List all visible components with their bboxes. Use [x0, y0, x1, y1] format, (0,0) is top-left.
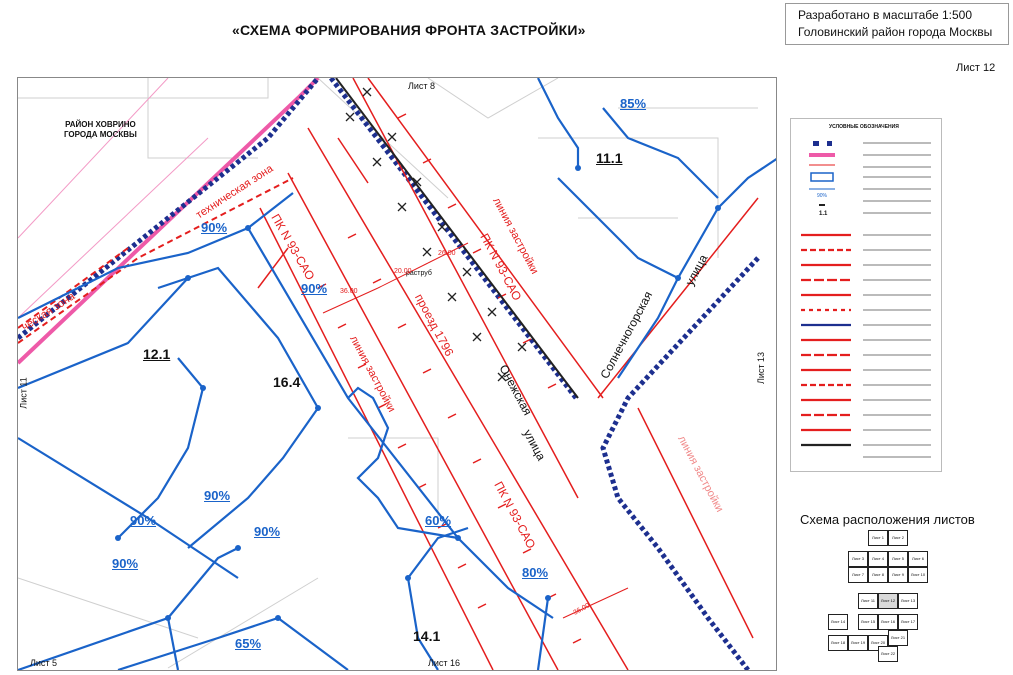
scale-stamp: Разработано в масштабе 1:500 Головинский…	[785, 3, 1009, 45]
page-title: «СХЕМА ФОРМИРОВАНИЯ ФРОНТА ЗАСТРОЙКИ»	[232, 22, 586, 38]
legend-title: УСЛОВНЫЕ ОБОЗНАЧЕНИЯ	[829, 124, 899, 130]
sheet-cell[interactable]: Лист 7	[848, 567, 868, 583]
percent-label: 90%	[204, 488, 231, 503]
sheet-label-top[interactable]: Лист 8	[408, 81, 436, 91]
hatched-line	[335, 78, 579, 399]
percent-label: 90%	[130, 513, 157, 528]
sheet-cell[interactable]: Лист 17	[898, 614, 918, 630]
parcel-nodes	[115, 165, 721, 621]
legend-percent-sample: 90%	[817, 193, 828, 199]
map-drawing	[18, 78, 776, 670]
build-line-ticks	[317, 113, 582, 644]
sheets-scheme-title: Схема расположения листов	[800, 512, 975, 527]
sheet-cell[interactable]: Лист 19	[848, 635, 868, 651]
dimension-label: 36.00	[340, 288, 358, 295]
sheet-cell[interactable]: Лист 16	[878, 614, 898, 630]
scale-text: Разработано в масштабе 1:500	[798, 8, 973, 22]
sheet-cell[interactable]: Лист 3	[848, 551, 868, 567]
block-label: 11.1	[596, 150, 623, 166]
percent-label: 60%	[425, 513, 452, 528]
block-label: 14.1	[413, 628, 441, 644]
sheet-cell[interactable]: Лист 8	[868, 567, 888, 583]
sheet-cell[interactable]: Лист 1	[868, 530, 888, 546]
percent-label: 90%	[201, 220, 228, 235]
sheet-cell[interactable]: Лист 22	[878, 646, 898, 662]
dimension-label: 20.00	[394, 268, 412, 275]
sheet-number: Лист 12	[956, 62, 996, 74]
map-canvas[interactable]: РАЙОН ХОВРИНО ГОРОДА МОСКВЫ Лист 8 Лист …	[17, 77, 777, 671]
sheet-label-right[interactable]: Лист 13	[756, 351, 767, 385]
sheet-cell[interactable]: Лист 11	[858, 593, 878, 609]
block-label: 12.1	[143, 346, 171, 362]
block-label: 16.4	[273, 374, 301, 390]
percent-label: 85%	[620, 96, 647, 111]
percent-label: 90%	[301, 281, 328, 296]
sheet-cell[interactable]: Лист 10	[908, 567, 928, 583]
dimension-lines	[322, 242, 629, 619]
sheet-cell[interactable]: Лист 21	[888, 630, 908, 646]
sheet-cell[interactable]: Лист 9	[888, 567, 908, 583]
district-text: Головинский район города Москвы	[798, 25, 993, 39]
sheet-cell[interactable]: Лист 4	[868, 551, 888, 567]
sheet-label-left[interactable]: Лист 11	[18, 377, 29, 409]
percent-label: 90%	[112, 556, 139, 571]
sheet-cell[interactable]: Лист 2	[888, 530, 908, 546]
sheet-cell[interactable]: Лист 5	[888, 551, 908, 567]
sheet-cell[interactable]: Лист 13	[898, 593, 918, 609]
district-label: РАЙОН ХОВРИНО ГОРОДА МОСКВЫ	[64, 120, 137, 139]
background-lines	[18, 78, 758, 669]
sheet-cell[interactable]: Лист 15	[858, 614, 878, 630]
sheet-label-bottom[interactable]: Лист 16	[428, 658, 461, 668]
percent-label: 90%	[254, 524, 281, 539]
legend-block-sample: 1.1	[819, 211, 828, 217]
sheet-cell[interactable]: Лист 6	[908, 551, 928, 567]
percent-label: 80%	[522, 565, 549, 580]
sheet-cell[interactable]: Лист 18	[828, 635, 848, 651]
rastrub-label: раструб	[406, 270, 432, 277]
dimension-label: 26.00	[438, 250, 456, 257]
sheet-cell-current[interactable]: Лист 12	[878, 593, 898, 609]
x-markers	[345, 87, 527, 382]
sheet-label-bottom-left[interactable]: Лист 5	[30, 658, 58, 668]
percent-label: 65%	[235, 636, 262, 651]
red-build-lines	[257, 78, 759, 670]
sheet-cell[interactable]: Лист 14	[828, 614, 848, 630]
sheets-scheme: Лист 1 Лист 2 Лист 3 Лист 4 Лист 5 Лист …	[828, 530, 938, 665]
legend-panel: УСЛОВНЫЕ ОБОЗНАЧЕНИЯ	[790, 118, 942, 472]
legend-symbols	[801, 141, 931, 458]
dotted-boundary	[18, 78, 760, 670]
